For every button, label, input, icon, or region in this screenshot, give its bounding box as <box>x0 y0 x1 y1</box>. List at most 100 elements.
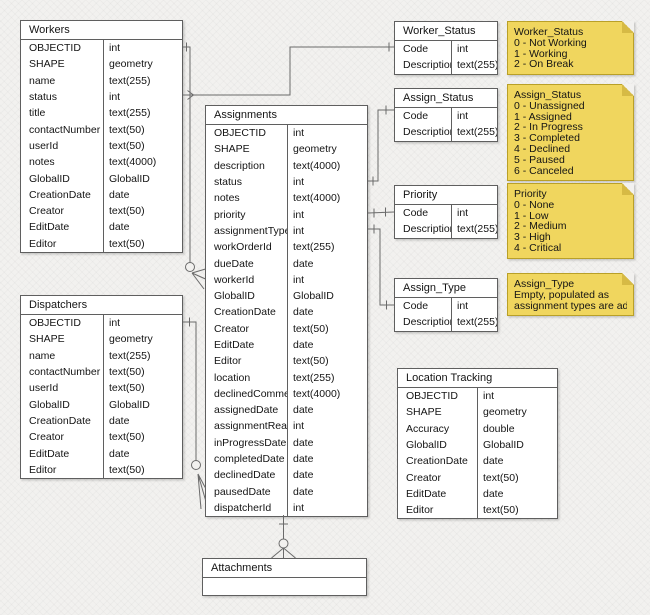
field-name: CreationDate <box>406 455 468 468</box>
edge-line[interactable] <box>367 211 395 214</box>
note-line: 3 - Completed <box>514 133 580 144</box>
edge-line[interactable] <box>183 321 197 461</box>
field-type: text(255) <box>103 105 182 122</box>
field-name: GlobalID <box>29 172 70 185</box>
workers-status-to-worker-status-code-connector[interactable] <box>183 42 394 100</box>
edge-line[interactable] <box>183 46 191 263</box>
field-name: CreationDate <box>29 188 91 201</box>
edge-line[interactable] <box>368 228 394 306</box>
edge-line[interactable] <box>183 46 394 96</box>
field-name: location <box>214 371 251 384</box>
table-attachments[interactable]: Attachments <box>202 558 367 596</box>
table-title: Worker_Status <box>395 22 497 41</box>
assignments-status-to-assign-status-code-connector[interactable] <box>368 105 394 186</box>
field-type: text(255) <box>451 314 497 331</box>
field-type: text(50) <box>287 353 367 370</box>
assignments-priority-to-priority-code-connector[interactable] <box>367 207 395 218</box>
table-row[interactable]: declinedCommenttext(4000) <box>206 385 367 403</box>
field-type: int <box>103 88 182 106</box>
workers-to-assignments-workerid-connector[interactable] <box>183 42 206 290</box>
edge-line[interactable] <box>368 109 394 182</box>
assignments-assignmenttype-to-assign-type-code-connector[interactable] <box>368 224 394 310</box>
field-name: GlobalID <box>29 398 70 411</box>
assignments-to-attachments-connector[interactable] <box>271 515 296 559</box>
dispatchers-to-assignments-dispatcherid-connector[interactable] <box>183 317 206 510</box>
